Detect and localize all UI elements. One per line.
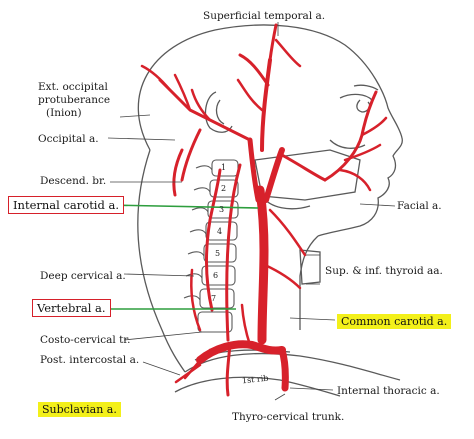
arteries <box>140 23 388 397</box>
label-post-intercostal: Post. intercostal a. <box>40 354 140 366</box>
label-sup-inf-thyroid: Sup. & inf. thyroid aa. <box>325 265 443 277</box>
label-ext-occipital-line1: Ext. occipital <box>38 81 108 93</box>
label-occipital: Occipital a. <box>38 133 99 145</box>
vertebra-number: 5 <box>215 249 221 258</box>
label-descend-br: Descend. br. <box>40 175 107 187</box>
vertebra-number: 4 <box>217 227 223 236</box>
pointer-lines <box>107 204 259 310</box>
vertebra-number: 3 <box>219 205 225 214</box>
leader-lines <box>107 22 396 401</box>
label-facial: Facial a. <box>397 200 442 212</box>
label-thyro-cervical: Thyro-cervical trunk. <box>232 411 345 423</box>
label-ext-occipital-line2: protuberance <box>38 94 111 106</box>
label-internal-carotid: Internal carotid a. <box>8 196 125 214</box>
label-superficial-temporal: Superficial temporal a. <box>203 10 326 22</box>
label-internal-thoracic: Internal thoracic a. <box>337 385 440 397</box>
vertebra-number: 6 <box>213 271 219 280</box>
label-costo-cervical: Costo-cervical tr. <box>40 334 131 346</box>
label-common-carotid: Common carotid a. <box>337 314 452 329</box>
label-subclavian: Subclavian a. <box>38 402 121 417</box>
vertebra-number: 1 <box>221 163 227 172</box>
vertebra-number: 2 <box>221 184 227 193</box>
label-deep-cervical: Deep cervical a. <box>40 270 126 282</box>
vertebra-number: 7 <box>211 294 217 303</box>
label-ext-occipital-line3: (Inion) <box>46 107 82 119</box>
label-vertebral: Vertebral a. <box>32 299 111 317</box>
